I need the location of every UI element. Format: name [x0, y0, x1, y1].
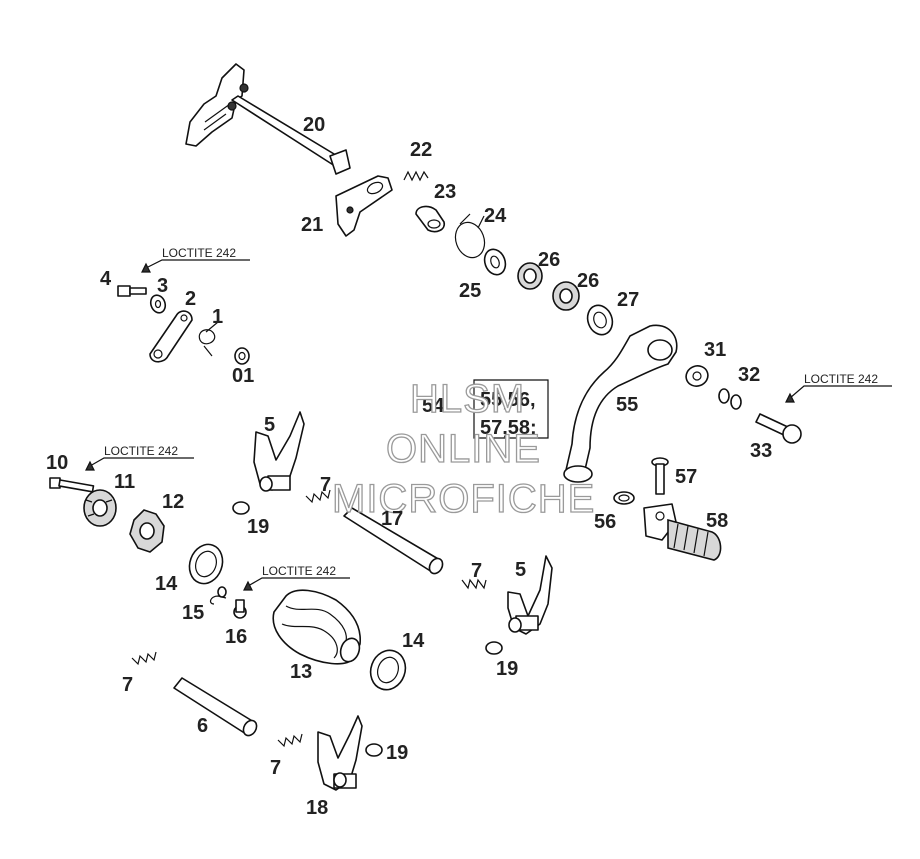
- callout-10: 10: [46, 452, 68, 474]
- shift-rod-part-6: [173, 677, 258, 737]
- set-callout-54: 54 55,56, 57,58;: [422, 379, 549, 439]
- svg-text:ONLINE: ONLINE: [386, 427, 541, 471]
- washer-part-32: [718, 388, 742, 410]
- roller-part-19b: [485, 641, 503, 655]
- svg-text:HLSM: HLSM: [410, 377, 525, 421]
- svg-text:MICROFICHE: MICROFICHE: [332, 477, 595, 521]
- callout-19a: 19: [247, 516, 269, 538]
- spring-part-7b: [461, 578, 487, 590]
- seal-ring-part-27: [586, 304, 614, 336]
- callout-27: 27: [617, 289, 639, 311]
- bearing-part-14b: [369, 649, 407, 691]
- callout-14a: 14: [155, 573, 178, 595]
- spring-clip-part-23: [415, 205, 446, 233]
- shift-star-part-12: [129, 509, 165, 553]
- watermark: HLSM ONLINE MICROFICHE: [331, 376, 595, 521]
- callout-3: 3: [157, 275, 168, 297]
- svg-text:54: 54: [422, 395, 445, 417]
- spring-part-22: [403, 170, 429, 182]
- shift-fork-part-5b: [507, 555, 553, 635]
- callout-19c: 19: [386, 742, 408, 764]
- callout-32: 32: [738, 364, 760, 386]
- callout-21: 21: [301, 214, 323, 236]
- callout-55: 55: [616, 394, 638, 416]
- pin-part-16: [233, 599, 247, 619]
- bush-part-01: [234, 347, 250, 365]
- bearing-part-14a: [188, 543, 224, 585]
- bolt-part-4: [117, 285, 147, 297]
- roller-part-19c: [365, 743, 383, 757]
- callout-19b: 19: [496, 658, 518, 680]
- loctite-tag-2: LOCTITE 242: [85, 444, 194, 471]
- shift-shaft-part-20: [185, 63, 351, 175]
- callout-7d: 7: [270, 757, 281, 779]
- callout-33: 33: [750, 440, 772, 462]
- callout-26a: 26: [538, 249, 560, 271]
- callout-23: 23: [434, 181, 456, 203]
- callout-57: 57: [675, 466, 697, 488]
- callout-7a: 7: [320, 474, 331, 496]
- callout-56: 56: [594, 511, 616, 533]
- shift-fork-part-18: [317, 715, 363, 791]
- callout-5b: 5: [515, 559, 526, 581]
- callout-11: 11: [114, 471, 135, 493]
- roller-part-19a: [232, 501, 250, 515]
- callout-13: 13: [290, 661, 312, 683]
- callout-5a: 5: [264, 414, 275, 436]
- callout-18: 18: [306, 797, 328, 819]
- pin-part-57: [651, 457, 669, 495]
- callout-1: 1: [212, 306, 223, 328]
- callout-58: 58: [706, 510, 728, 532]
- needle-bearing-part-26b: [552, 281, 580, 311]
- callout-17: 17: [381, 508, 403, 530]
- bolt-part-33: [755, 413, 802, 444]
- callout-20: 20: [303, 114, 325, 136]
- callout-01: 01: [232, 365, 254, 387]
- callout-24: 24: [484, 205, 507, 227]
- loctite-tag-4: LOCTITE 242: [785, 372, 892, 403]
- bolt-part-10: [49, 477, 95, 493]
- callout-6: 6: [197, 715, 208, 737]
- callout-15: 15: [182, 602, 204, 624]
- spring-part-7c: [131, 651, 157, 666]
- detent-stop-part-11: [83, 489, 117, 527]
- shift-drum-part-13: [272, 589, 361, 665]
- lever-part-2: [149, 310, 193, 363]
- svg-text:LOCTITE 242: LOCTITE 242: [262, 564, 336, 578]
- loctite-tag-3: LOCTITE 242: [243, 564, 350, 591]
- clip-part-15: [209, 586, 227, 605]
- svg-text:57,58;: 57,58;: [480, 417, 537, 439]
- loctite-tag-1: LOCTITE 242: [141, 246, 250, 273]
- callout-4: 4: [100, 268, 112, 290]
- ring-part-56: [613, 491, 635, 505]
- callout-14b: 14: [402, 630, 425, 652]
- shift-lever-part-55: [563, 324, 678, 483]
- washer-part-3: [149, 294, 167, 314]
- spring-part-7a: [305, 489, 331, 504]
- footpeg-part-58: [643, 503, 722, 561]
- callout-7b: 7: [471, 560, 482, 582]
- callout-26b: 26: [577, 270, 599, 292]
- svg-text:55,56,: 55,56,: [480, 389, 536, 411]
- callout-25: 25: [459, 280, 481, 302]
- shift-rod-part-17: [343, 507, 444, 575]
- callout-31: 31: [704, 339, 726, 361]
- torsion-spring-part-24: [454, 213, 486, 259]
- callout-7c: 7: [122, 674, 133, 696]
- shift-plate-part-21: [335, 175, 393, 237]
- callout-22: 22: [410, 139, 432, 161]
- callout-2: 2: [185, 288, 196, 310]
- spring-part-1: [198, 321, 219, 357]
- shift-fork-part-5a: [253, 411, 305, 492]
- needle-bearing-part-26a: [517, 262, 543, 290]
- svg-text:LOCTITE 242: LOCTITE 242: [104, 444, 178, 458]
- svg-text:LOCTITE 242: LOCTITE 242: [804, 372, 878, 386]
- callout-16: 16: [225, 626, 247, 648]
- washer-part-31: [685, 365, 709, 387]
- spring-part-7d: [277, 733, 303, 748]
- callout-12: 12: [162, 491, 184, 513]
- washer-part-25: [483, 248, 507, 276]
- svg-text:LOCTITE 242: LOCTITE 242: [162, 246, 236, 260]
